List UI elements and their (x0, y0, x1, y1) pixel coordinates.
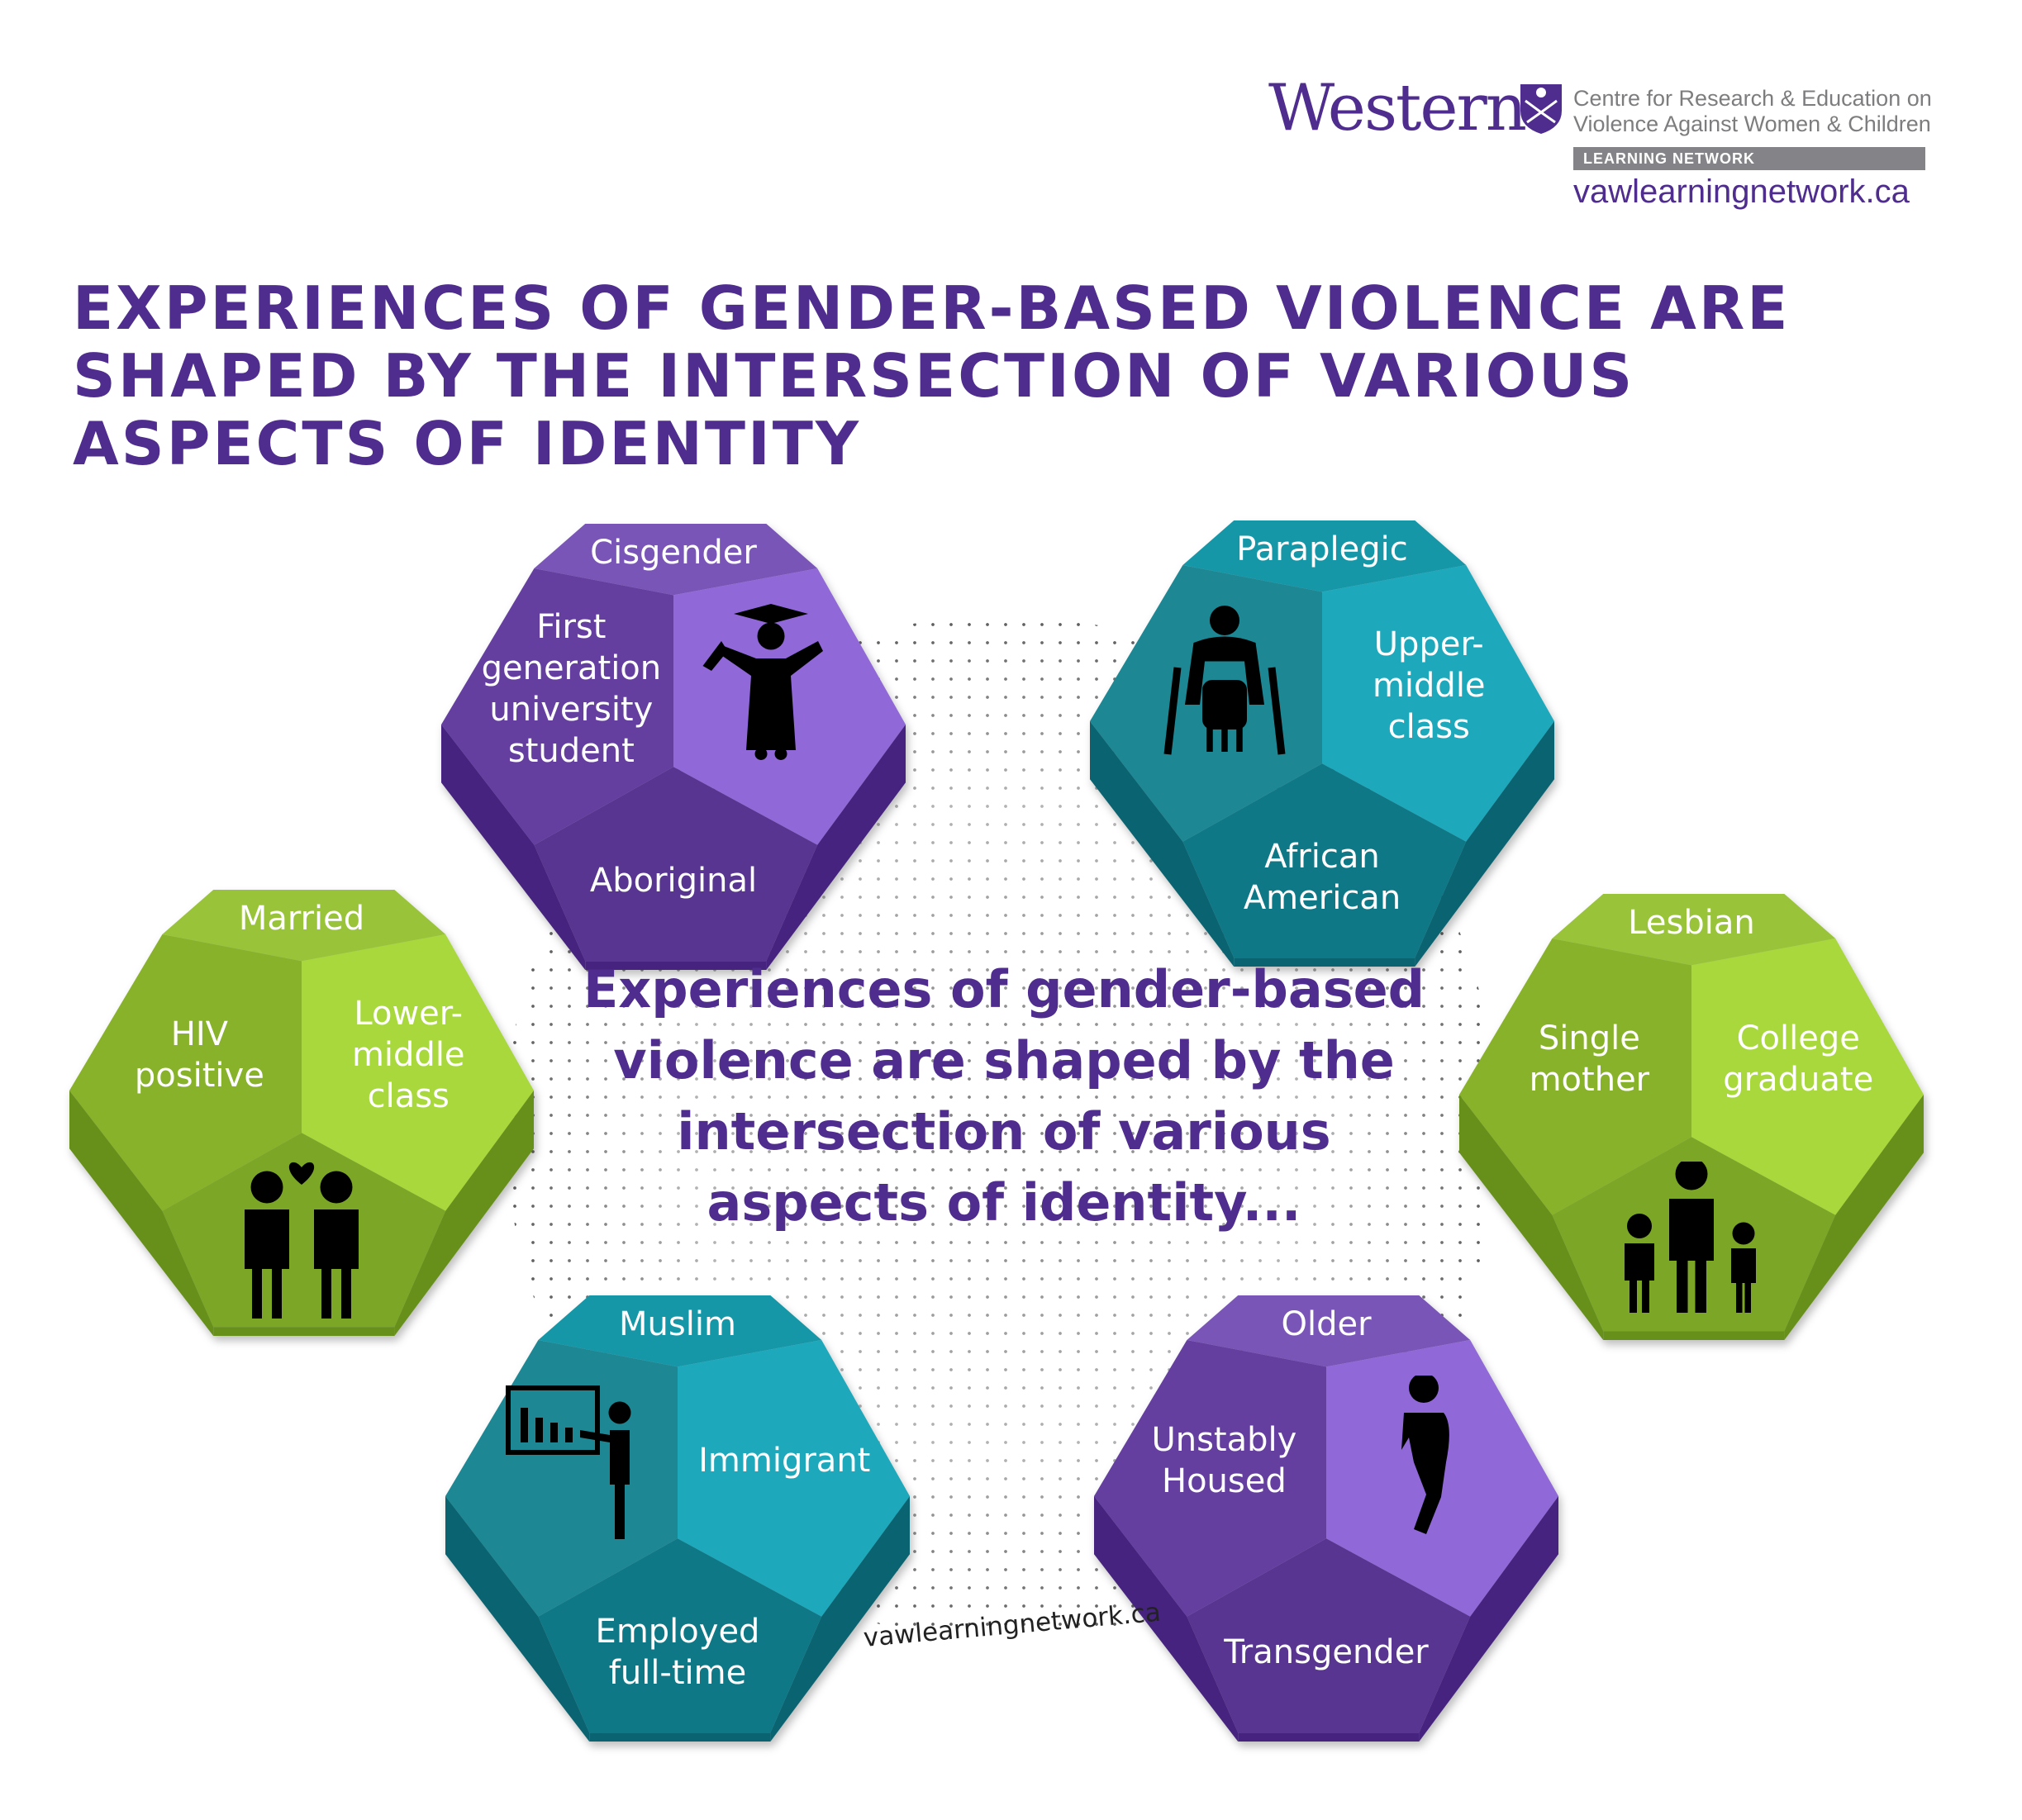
cube-shape (69, 890, 534, 1336)
cube-face-right (1691, 939, 1924, 1215)
cube-face-base (589, 1732, 771, 1742)
identity-label-bottom: Transgender (1224, 1633, 1429, 1671)
graduate-icon (702, 604, 824, 761)
center-statement: Experiences of gender-based violence are… (583, 959, 1425, 1233)
cube-face-bottom (162, 1133, 446, 1328)
identity-label-right: College graduate (1723, 1019, 1874, 1099)
cube-face-bevelL (441, 725, 586, 970)
couple-heart-icon (245, 1162, 359, 1319)
cube-face-top (1552, 894, 1836, 966)
identity-label-bottom: Aboriginal (589, 862, 758, 900)
identity-label-left: First generation university student (481, 607, 662, 770)
identity-label-right: Lower- middle class (351, 994, 465, 1115)
identity-label-bottom: African American (1243, 838, 1401, 917)
cube-face-top (538, 1295, 822, 1367)
cube-face-bevelR (1419, 1496, 1558, 1742)
cube-face-bottom (1182, 763, 1467, 958)
identity-label-top: Muslim (619, 1305, 736, 1344)
cube-face-bevelR (770, 1496, 910, 1742)
website-link[interactable]: vawlearningnetwork.ca (1573, 173, 1910, 210)
parent-children-icon (1625, 1162, 1756, 1314)
shield-icon (1520, 84, 1562, 134)
wheelchair-user-icon (1163, 605, 1286, 755)
cube-face-bottom (534, 767, 818, 962)
identity-label-left: Unstably Housed (1151, 1420, 1297, 1500)
identity-label-bottom: Employed full-time (595, 1613, 760, 1692)
cube-face-left (69, 934, 302, 1211)
identity-label-top: Cisgender (590, 534, 757, 573)
centre-name: Centre for Research & Education on Viole… (1573, 86, 1932, 136)
identity-label-left: HIV positive (134, 1015, 264, 1095)
cube-face-right (302, 934, 534, 1211)
cube-face-bevelL (445, 1496, 590, 1742)
identity-label-right: Upper- middle class (1372, 625, 1486, 746)
cube-face-bevelR (1784, 1095, 1924, 1340)
cube-face-base (1603, 1331, 1785, 1340)
cube-face-left (441, 568, 673, 845)
presenter-chart-icon (505, 1385, 631, 1539)
learning-network-bar: LEARNING NETWORK (1573, 147, 1925, 170)
identity-label-top: Married (238, 900, 365, 939)
cube-shape (445, 1295, 910, 1742)
identity-label-top: Lesbian (1628, 904, 1755, 943)
cube-shape (1459, 894, 1924, 1340)
cube-face-bevelL (1090, 721, 1235, 967)
cube-face-right (1322, 565, 1554, 842)
cube-face-bottom (538, 1538, 822, 1733)
cube-shape (441, 524, 906, 970)
western-logo-wordmark: Western (1268, 71, 1527, 145)
cube-face-top (1182, 520, 1467, 592)
cube-face-bevelL (1459, 1095, 1604, 1340)
cube-face-bevelL (69, 1091, 214, 1336)
cube-face-bevelR (394, 1091, 534, 1336)
cube-face-top (534, 524, 818, 596)
identity-label-top: Older (1281, 1305, 1372, 1344)
cube-face-top (1187, 1295, 1471, 1367)
walking-person-icon (1401, 1376, 1449, 1535)
cube-face-base (1238, 1732, 1420, 1742)
cube-face-base (213, 1327, 395, 1336)
cube-face-bevelR (1415, 721, 1554, 967)
identity-label-left: Single mother (1529, 1019, 1650, 1099)
cube-face-bevelR (766, 725, 906, 970)
cube-face-base (585, 961, 767, 970)
cube-face-left (1459, 939, 1691, 1215)
cube-face-bottom (1187, 1538, 1471, 1733)
identity-label-right: Immigrant (698, 1441, 871, 1480)
cube-face-bevelL (1094, 1496, 1239, 1742)
page-title: EXPERIENCES OF GENDER-BASED VIOLENCE ARE… (73, 273, 1791, 478)
cube-face-left (1094, 1340, 1326, 1617)
identity-label-top: Paraplegic (1236, 530, 1408, 569)
cube-face-top (162, 890, 446, 962)
cube-face-right (678, 1340, 910, 1617)
cube-face-base (1234, 958, 1415, 967)
